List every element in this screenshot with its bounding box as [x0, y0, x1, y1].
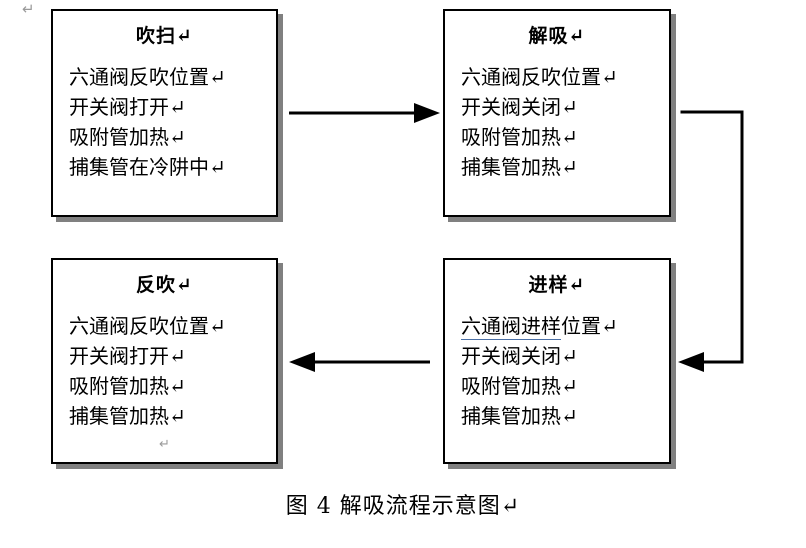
flow-box-line: 捕集管加热↵: [69, 404, 186, 428]
flow-box-line: 六通阀反吹位置↵: [461, 65, 618, 89]
flow-box-line: 吸附管加热↵: [461, 374, 578, 398]
figure-caption: 图 4 解吸流程示意图↵: [285, 494, 521, 519]
paragraph-mark-icon: ↵: [159, 437, 170, 452]
flow-box-trailing-mark: ↵: [53, 433, 276, 453]
spellcheck-underlined-text: 六通阀进样: [461, 314, 561, 340]
flow-box-lines: 六通阀进样位置↵ 开关阀关闭↵ 吸附管加热↵ 捕集管加热↵: [445, 311, 669, 431]
flow-box-inject[interactable]: 进样↵ 六通阀进样位置↵ 开关阀关闭↵ 吸附管加热↵ 捕集管加热↵: [443, 258, 671, 464]
flow-box-line: 捕集管在冷阱中↵: [69, 155, 226, 179]
flow-box-lines: 六通阀反吹位置↵ 开关阀关闭↵ 吸附管加热↵ 捕集管加热↵: [445, 62, 669, 182]
paragraph-mark-icon: ↵: [22, 0, 35, 18]
flow-box-title: 反吹↵: [136, 274, 193, 296]
flow-box-title: 吹扫↵: [136, 25, 193, 47]
flow-box-line: 捕集管加热↵: [461, 404, 578, 428]
flow-box-line: 吸附管加热↵: [69, 374, 186, 398]
flow-box-line: 六通阀反吹位置↵: [69, 65, 226, 89]
flow-box-backflush[interactable]: 反吹↵ 六通阀反吹位置↵ 开关阀打开↵ 吸附管加热↵ 捕集管加热↵ ↵: [51, 258, 278, 464]
flow-box-line: 开关阀打开↵: [69, 344, 186, 368]
flow-box-purge[interactable]: 吹扫↵ 六通阀反吹位置↵ 开关阀打开↵ 吸附管加热↵ 捕集管在冷阱中↵: [51, 9, 278, 217]
flow-box-line: 开关阀打开↵: [69, 95, 186, 119]
flow-box-line: 吸附管加热↵: [69, 125, 186, 149]
arrow-purge-to-desorb: [289, 103, 440, 123]
flow-box-line: 六通阀反吹位置↵: [69, 314, 226, 338]
flow-box-title: 解吸↵: [528, 25, 586, 47]
flow-box-line: 吸附管加热↵: [461, 125, 578, 149]
flow-box-lines: 六通阀反吹位置↵ 开关阀打开↵ 吸附管加热↵ 捕集管在冷阱中↵: [53, 62, 276, 182]
flow-box-line-rest: 位置↵: [561, 314, 618, 338]
arrow-desorb-to-inject: [678, 110, 744, 372]
arrow-inject-to-backflush: [289, 352, 430, 372]
flow-box-title: 进样↵: [528, 274, 586, 296]
flow-box-line: 开关阀关闭↵: [461, 344, 578, 368]
flow-box-line-spellchecked: 六通阀进样位置↵: [461, 311, 669, 341]
flow-box-line: 开关阀关闭↵: [461, 95, 578, 119]
flow-box-lines: 六通阀反吹位置↵ 开关阀打开↵ 吸附管加热↵ 捕集管加热↵: [53, 311, 276, 431]
flow-box-line: 捕集管加热↵: [461, 155, 578, 179]
flow-box-desorb[interactable]: 解吸↵ 六通阀反吹位置↵ 开关阀关闭↵ 吸附管加热↵ 捕集管加热↵: [443, 9, 671, 217]
